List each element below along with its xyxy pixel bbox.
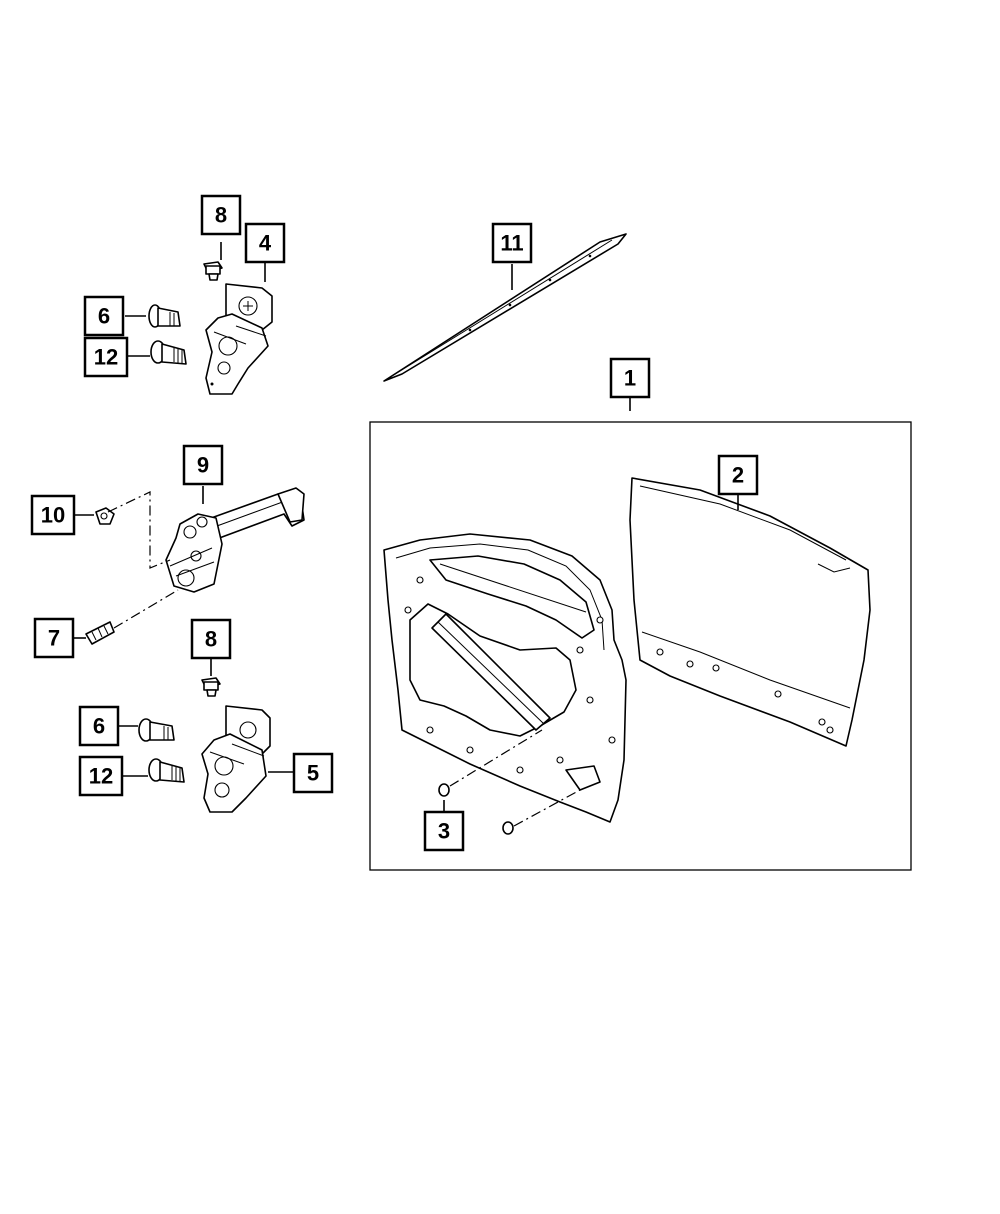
plug-3-a — [438, 783, 450, 797]
callout-4: 4 — [244, 222, 286, 264]
callout-label: 5 — [307, 761, 319, 786]
callout-label: 11 — [500, 231, 523, 256]
bolt-6-top — [148, 304, 181, 328]
callout-1: 1 — [609, 357, 651, 399]
callout-6-upper: 6 — [83, 295, 125, 337]
belt-weatherstrip — [383, 233, 627, 382]
callout-label: 7 — [48, 626, 60, 651]
callout-label: 2 — [732, 463, 744, 488]
callout-label: 1 — [624, 366, 636, 391]
door-outer-panel — [629, 477, 871, 747]
callout-8-upper: 8 — [200, 194, 242, 236]
lower-door-hinge — [201, 705, 271, 813]
bolt-12-bottom — [148, 758, 185, 783]
bolt-6-bottom — [138, 718, 175, 742]
door-inner-panel — [383, 533, 627, 823]
door-check-strap — [165, 487, 305, 593]
bolt-7 — [85, 621, 115, 645]
callout-11: 11 — [491, 222, 533, 264]
callout-label: 12 — [94, 345, 118, 370]
leader-lines — [73, 242, 739, 812]
callout-3: 3 — [423, 810, 465, 852]
callout-5: 5 — [292, 752, 334, 794]
callout-label: 6 — [93, 714, 105, 739]
callout-label: 10 — [41, 503, 65, 528]
bolt-8-bottom — [201, 677, 221, 697]
callout-6-lower: 6 — [78, 705, 120, 747]
callout-label: 8 — [215, 203, 227, 228]
callout-8-lower: 8 — [190, 618, 232, 660]
callout-12-upper: 12 — [83, 336, 129, 378]
upper-door-hinge — [205, 283, 273, 395]
callout-label: 3 — [438, 819, 450, 844]
callout-12-lower: 12 — [78, 755, 124, 797]
bolt-12-top — [150, 340, 187, 365]
bolt-8-top — [203, 261, 223, 281]
nut-10 — [95, 507, 115, 525]
callout-label: 6 — [98, 304, 110, 329]
plug-3-b — [502, 821, 514, 835]
callout-7: 7 — [33, 617, 75, 659]
callout-label: 4 — [259, 231, 272, 256]
callout-10: 10 — [30, 494, 76, 536]
callout-2: 2 — [717, 454, 759, 496]
callout-9: 9 — [182, 444, 224, 486]
door-assembly-frame — [369, 421, 912, 871]
callout-label: 8 — [205, 627, 217, 652]
dashed-alignment-lines — [107, 491, 581, 827]
callout-label: 12 — [89, 764, 113, 789]
callout-label: 9 — [197, 453, 209, 478]
